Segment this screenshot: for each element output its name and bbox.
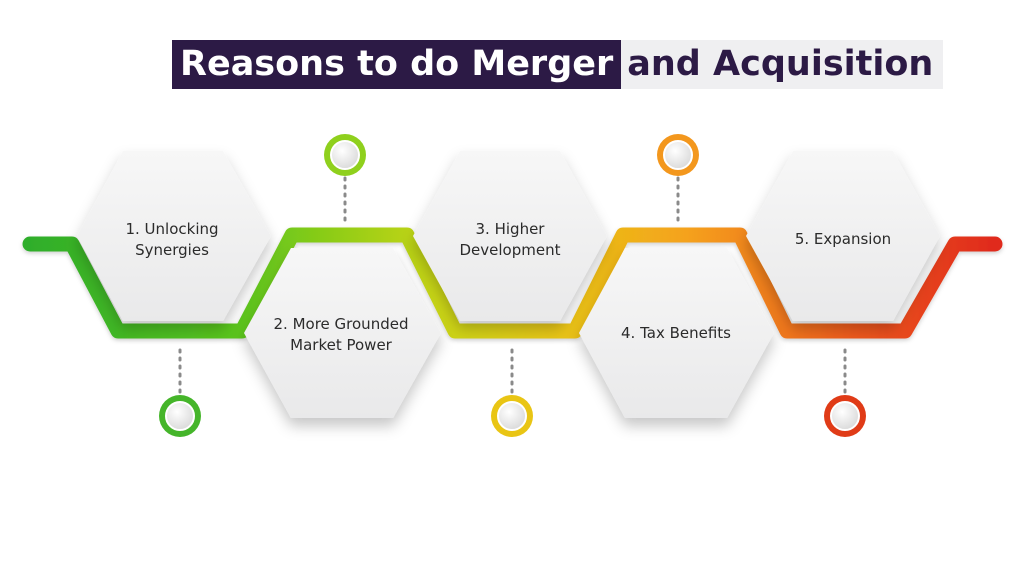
ring-marker-5 — [824, 395, 866, 437]
page-title: Reasons to do Merger and Acquisition — [172, 40, 944, 89]
step-label-2: 2. More Grounded Market Power — [273, 315, 409, 354]
zigzag-connector — [22, 227, 1003, 339]
ring-marker-2 — [324, 134, 366, 176]
ring-marker-3 — [491, 395, 533, 437]
step-label-5: 5. Expansion — [794, 230, 892, 248]
title-part-2: and Acquisition — [621, 40, 944, 89]
hexagon-step-2 — [244, 248, 441, 418]
hexagon-step-1 — [77, 151, 271, 321]
title-part-1: Reasons to do Merger — [172, 40, 622, 89]
hexagon-step-4 — [579, 248, 774, 418]
step-label-3: 3. Higher Development — [459, 220, 561, 259]
hexagon-step-3 — [413, 151, 607, 321]
hexagon-step-5 — [746, 151, 940, 321]
step-label-1: 1. Unlocking Synergies — [125, 220, 219, 259]
ring-marker-1 — [159, 395, 201, 437]
step-label-4: 4. Tax Benefits — [621, 324, 731, 342]
ring-marker-4 — [657, 134, 699, 176]
